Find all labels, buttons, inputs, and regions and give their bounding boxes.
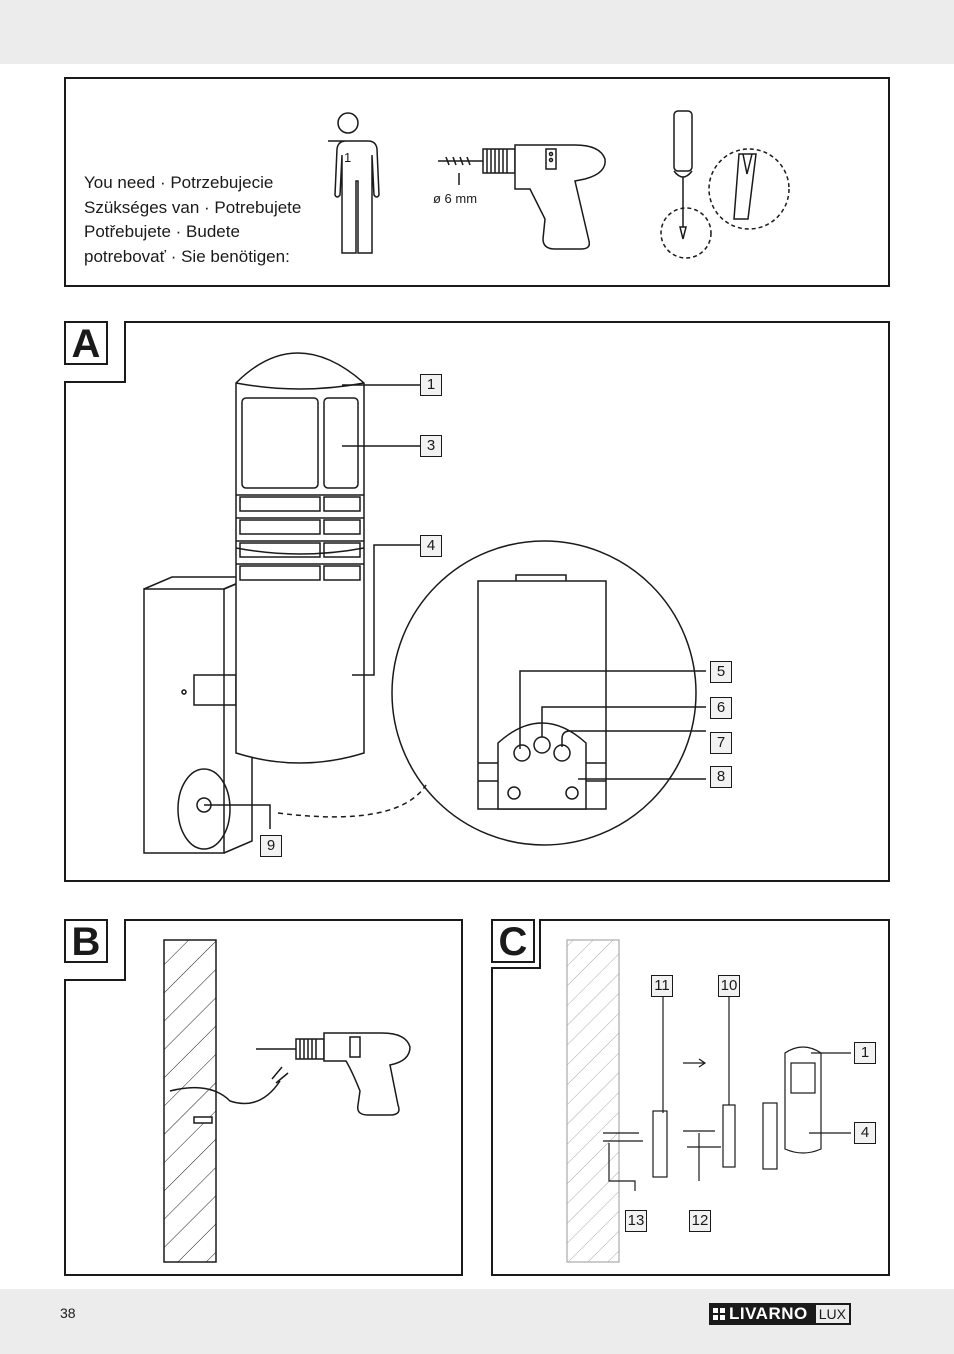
callout-4: 4 — [420, 535, 442, 557]
needs-line: Potřebujete · Budete — [84, 222, 240, 241]
drill-icon — [438, 144, 606, 250]
panel-a-letter: A — [64, 321, 108, 365]
brand-logo-main: LIVARNO — [709, 1303, 814, 1325]
brand-suffix: LUX — [813, 1303, 851, 1325]
callout-9: 9 — [260, 835, 282, 857]
panel-c-letter: C — [491, 919, 535, 963]
lamp-illustration — [143, 352, 706, 854]
callout-13: 13 — [625, 1210, 647, 1232]
header-band — [0, 0, 954, 64]
person-icon — [328, 112, 380, 254]
callout-6: 6 — [710, 697, 732, 719]
person-count-label: 1 — [344, 150, 352, 165]
drill-icon — [256, 1032, 411, 1116]
mounting-illustration — [566, 939, 851, 1263]
callout-7: 7 — [710, 732, 732, 754]
panel-b-tab: B — [64, 919, 126, 981]
page-number: 38 — [60, 1305, 76, 1321]
tools-needed-panel: You need · Potrzebujecie Szükséges van ·… — [64, 77, 890, 287]
panel-c: C 11 — [491, 919, 890, 1276]
tools-illustration — [328, 110, 790, 259]
callout-11: 11 — [651, 975, 673, 997]
callout-12: 12 — [689, 1210, 711, 1232]
panel-a: A — [64, 321, 890, 882]
panel-b: B — [64, 919, 463, 1276]
drill-bit-size-label: ø 6 mm — [433, 191, 478, 206]
tools-needed-text: You need · Potrzebujecie Szükséges van ·… — [84, 171, 301, 269]
brand-name: LIVARNO — [729, 1304, 808, 1323]
callout-1: 1 — [854, 1042, 876, 1064]
callout-8: 8 — [710, 766, 732, 788]
callout-3: 3 — [420, 435, 442, 457]
callout-1: 1 — [420, 374, 442, 396]
drilling-illustration — [163, 939, 411, 1263]
panel-b-letter: B — [64, 919, 108, 963]
wall-section — [163, 939, 289, 1263]
screwdriver-icon — [660, 110, 790, 259]
callout-5: 5 — [710, 661, 732, 683]
brand-mark-icon — [713, 1308, 725, 1320]
needs-line: Szükséges van · Potrebujete — [84, 197, 302, 217]
needs-line: You need · Potrzebujecie — [84, 173, 274, 192]
callout-4: 4 — [854, 1122, 876, 1144]
panel-c-tab: C — [491, 919, 541, 969]
brand-logo: LIVARNO LUX — [709, 1303, 851, 1325]
callout-10: 10 — [718, 975, 740, 997]
needs-line: potrebovať · Sie benötigen: — [84, 246, 290, 266]
panel-a-tab: A — [64, 321, 126, 383]
